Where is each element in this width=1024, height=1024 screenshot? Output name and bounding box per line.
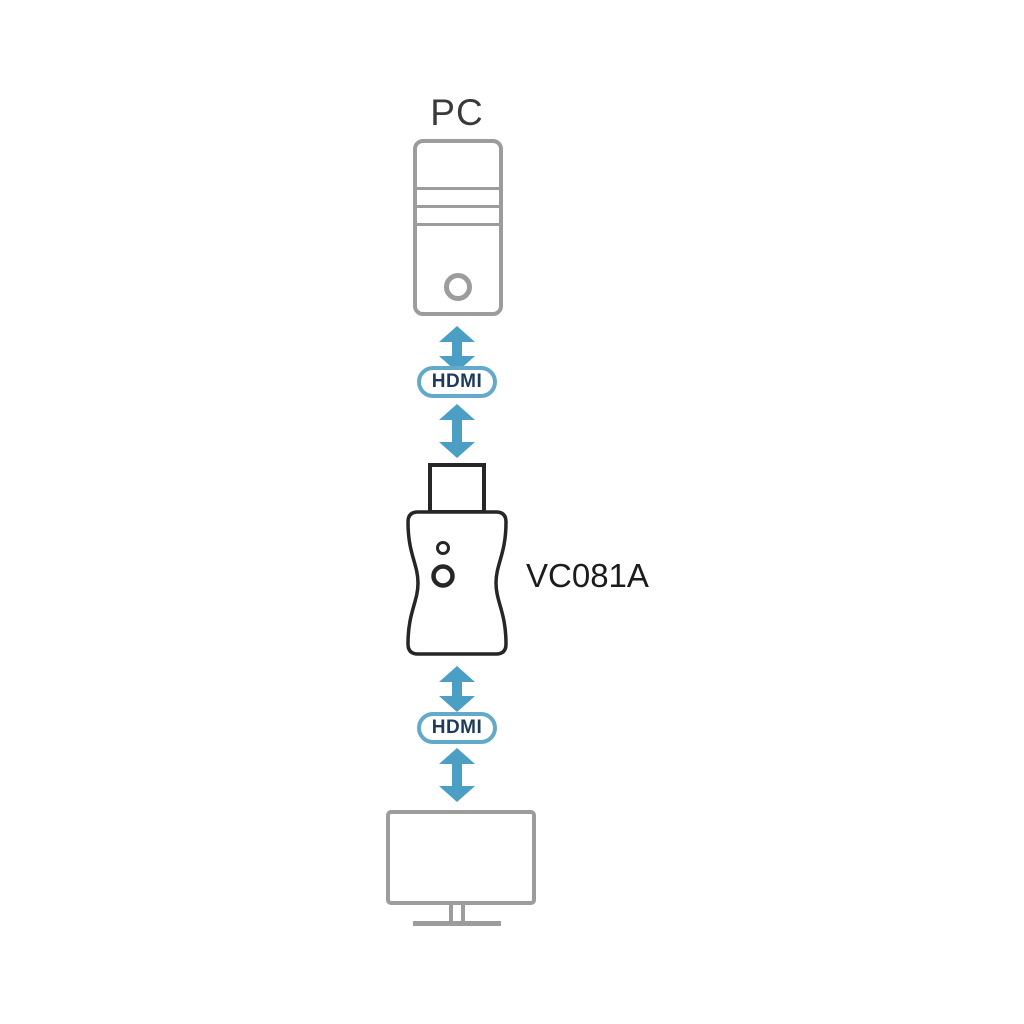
status-led-icon [436,541,450,555]
power-ring-icon [431,564,455,588]
hdmi-badge-top: HDMI [417,366,497,398]
hdmi-badge-top-label: HDMI [431,371,483,392]
hdmi-badge-bottom: HDMI [417,712,497,744]
hdmi-connector-icon [428,463,486,514]
drive-bay-line-icon [417,223,499,226]
bidirectional-arrow-icon [439,404,475,458]
pc-tower-icon [413,139,503,316]
drive-bay-line-icon [417,187,499,190]
monitor-stand-base [413,921,501,926]
bidirectional-arrow-icon [439,748,475,802]
device-model-label: VC081A [526,557,649,594]
vc081a-device-icon [406,510,508,656]
monitor-stand-neck [449,905,465,922]
power-button-icon [444,273,472,301]
bidirectional-arrow-icon [439,326,475,372]
drive-bay-line-icon [417,205,499,208]
bidirectional-arrow-icon [439,666,475,712]
pc-label: PC [430,92,484,133]
hdmi-badge-bottom-label: HDMI [431,717,483,738]
monitor-icon [386,810,536,905]
